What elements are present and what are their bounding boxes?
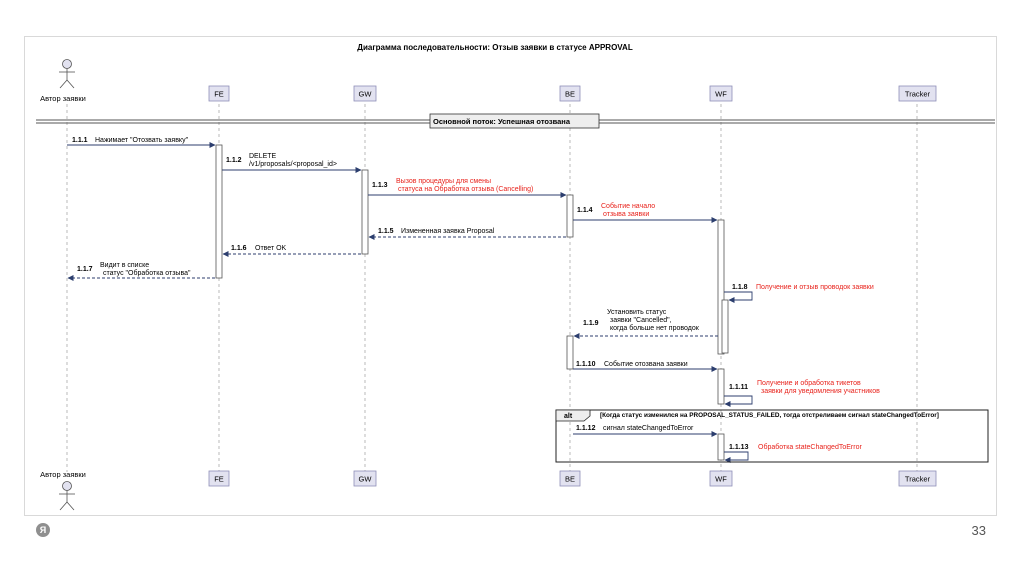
msg-1-1-11-num: 1.1.11 [729, 384, 748, 391]
participant-be-bottom [559, 470, 581, 487]
slide-frame [24, 36, 997, 516]
participant-fe-bottom-label: FE [214, 475, 224, 484]
participant-be-top-label: BE [565, 90, 575, 99]
participant-tracker-bottom-label: Tracker [905, 475, 931, 484]
msg-1-1-8-num: 1.1.8 [732, 284, 748, 291]
msg-1-1-7-line1: Видит в списке [100, 262, 149, 269]
msg-1-1-9-num: 1.1.9 [583, 320, 599, 327]
participant-tracker-top [898, 85, 937, 102]
participant-gw-bottom-label: GW [359, 475, 373, 484]
msg-1-1-2-line1: DELETE [249, 153, 277, 160]
msg-1-1-3-num: 1.1.3 [372, 182, 388, 189]
section-label: Основной поток: Успешная отозвана [433, 117, 571, 126]
msg-1-1-2-line2: /v1/proposals/<proposal_id> [249, 161, 337, 168]
participant-be-bottom-label: BE [565, 475, 575, 484]
participant-tracker-bottom [898, 470, 937, 487]
msg-1-1-6-text: Ответ OK [255, 245, 287, 252]
msg-1-1-12-text: сигнал stateChangedToError [603, 425, 694, 432]
actor-label-top: Автор заявки [40, 94, 86, 103]
alt-condition: [Когда статус изменился на PROPOSAL_STAT… [600, 412, 939, 419]
msg-1-1-9-line2: заявки "Cancelled", [610, 317, 672, 324]
participant-wf-bottom-label: WF [715, 475, 727, 484]
message-arrows [67, 142, 753, 463]
participant-gw-bottom [353, 470, 377, 487]
participant-wf-top [709, 85, 733, 102]
participant-fe-bottom [208, 470, 230, 487]
actor-label-bottom: Автор заявки [40, 470, 86, 479]
alt-keyword: alt [564, 413, 573, 420]
section-divider [36, 113, 995, 129]
participant-tracker-top-label: Tracker [905, 90, 931, 99]
msg-1-1-13-num: 1.1.13 [729, 444, 749, 451]
activation-bars [215, 144, 729, 461]
msg-1-1-9-line1: Установить статус [607, 309, 667, 316]
participant-fe-top-label: FE [214, 90, 224, 99]
msg-1-1-4-line1: Событие начало [601, 202, 655, 210]
participant-wf-bottom [709, 470, 733, 487]
msg-1-1-5-num: 1.1.5 [378, 228, 394, 235]
msg-1-1-4-num: 1.1.4 [577, 207, 593, 214]
msg-1-1-13-text: Обработка stateChangedToError [758, 443, 862, 451]
actor-figure-bottom [59, 481, 75, 511]
yandex-logo-icon: Я [36, 523, 50, 537]
msg-1-1-7-line2: статус "Обработка отзыва" [103, 269, 191, 277]
msg-1-1-10-num: 1.1.10 [576, 361, 596, 368]
diagram-title: Диаграмма последовательности: Отзыв заяв… [357, 43, 633, 52]
msg-1-1-2-num: 1.1.2 [226, 157, 242, 164]
alt-fragment [555, 409, 989, 463]
msg-1-1-4-line2: отзыва заявки [603, 211, 649, 218]
page-number: 33 [971, 523, 986, 538]
msg-1-1-6-num: 1.1.6 [231, 245, 247, 252]
participant-wf-top-label: WF [715, 90, 727, 99]
msg-1-1-9-line3: когда больше нет проводок [610, 324, 700, 332]
msg-1-1-11-line1: Получение и обработка тикетов [757, 379, 861, 387]
msg-1-1-10-text: Событие отозвана заявки [604, 360, 688, 368]
msg-1-1-3-line1: Вызов процедуры для смены [396, 178, 491, 185]
msg-1-1-12-num: 1.1.12 [576, 425, 596, 432]
msg-1-1-7-num: 1.1.7 [77, 266, 93, 273]
participant-gw-top [353, 85, 377, 102]
participant-gw-top-label: GW [359, 90, 373, 99]
msg-1-1-11-line2: заявки для уведомления участников [761, 388, 880, 395]
participant-fe-top [208, 85, 230, 102]
msg-1-1-5-text: Измененная заявка Proposal [401, 228, 495, 235]
actor-figure-top [59, 59, 75, 89]
participant-be-top [559, 85, 581, 102]
msg-1-1-1-text: Нажимает "Отозвать заявку" [95, 137, 189, 144]
msg-1-1-8-text: Получение и отзыв проводок заявки [756, 284, 874, 291]
msg-1-1-1-num: 1.1.1 [72, 137, 88, 144]
msg-1-1-3-line2: статуса на Обработка отзыва (Cancelling) [398, 185, 533, 193]
